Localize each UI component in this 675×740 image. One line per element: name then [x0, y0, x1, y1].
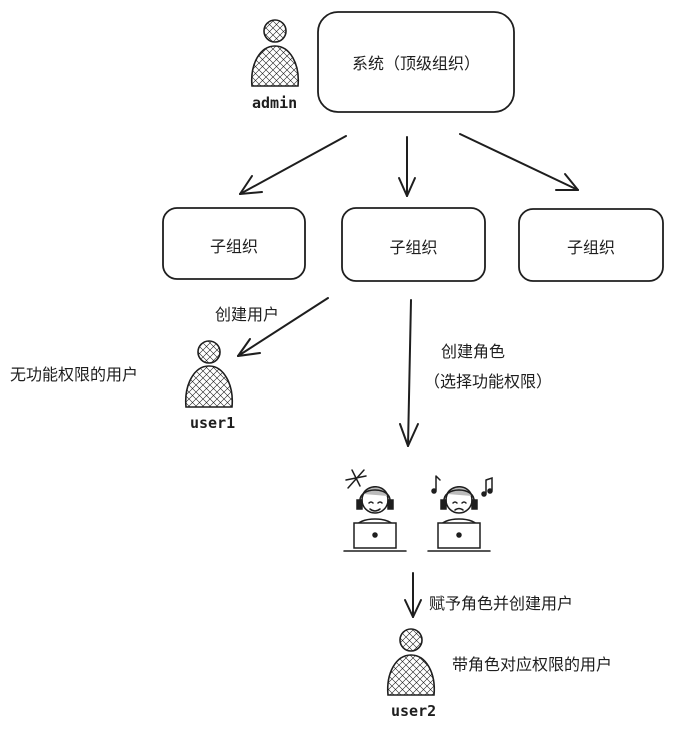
user2-icon	[386, 628, 436, 696]
user1-name: user1	[190, 414, 236, 432]
arrow-system-to-sub2	[398, 136, 416, 197]
admin-user-icon	[250, 19, 300, 87]
sub-org-box-3	[518, 208, 664, 282]
sub-org-box-2	[341, 207, 486, 282]
arrow-assign-role	[404, 572, 422, 618]
user2-note: 带角色对应权限的用户	[452, 655, 613, 674]
arrow-system-to-sub3	[459, 133, 579, 191]
create-role-label-line2: （选择功能权限）	[424, 372, 553, 391]
user2-name: user2	[391, 702, 437, 720]
assign-role-label: 赋予角色并创建用户	[429, 594, 574, 613]
system-box-label: 系统（顶级组织）	[351, 54, 480, 73]
system-box	[317, 11, 515, 113]
sub-org-label-3: 子组织	[566, 238, 615, 257]
user1-icon	[184, 340, 234, 408]
arrow-create-role	[399, 299, 419, 447]
sub-org-box-1	[162, 207, 306, 280]
create-role-label-line1: 创建角色	[441, 342, 506, 361]
arrow-system-to-sub1	[239, 135, 347, 195]
create-user-label: 创建用户	[215, 305, 280, 324]
sub-org-label-2: 子组织	[389, 238, 438, 257]
role-person-2-icon	[427, 475, 493, 552]
user1-note: 无功能权限的用户	[10, 365, 139, 384]
role-person-1-icon	[343, 469, 407, 552]
sub-org-label-1: 子组织	[209, 237, 258, 256]
arrow-create-user	[237, 297, 329, 357]
admin-name: admin	[252, 94, 298, 112]
